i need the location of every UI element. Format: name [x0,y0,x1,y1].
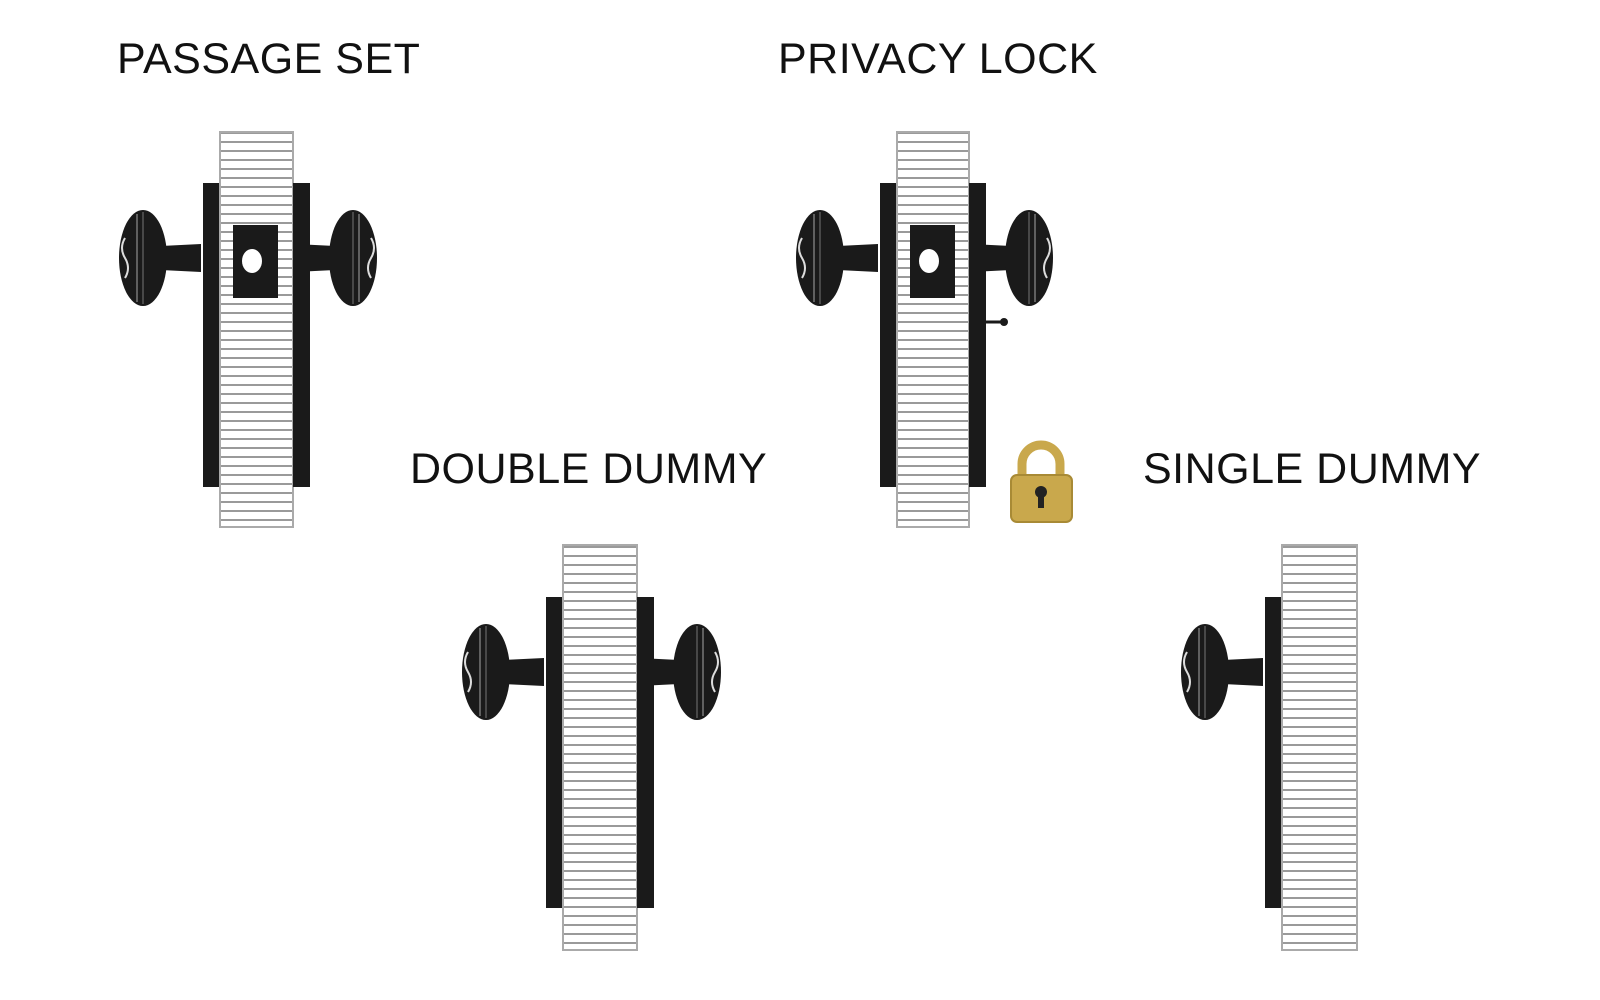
door-edge [896,131,970,528]
label-privacy-lock: PRIVACY LOCK [778,35,1098,83]
backplate-right [969,183,986,487]
backplate-right [637,597,654,908]
door-edge [1281,544,1358,951]
privacy-pin-icon [986,318,1008,326]
backplate-left [203,183,219,487]
door-edge [562,544,638,951]
hardware-double-dummy [462,544,721,951]
label-double-dummy: DOUBLE DUMMY [410,445,768,493]
hardware-privacy-lock [796,131,1073,528]
backplate-right [293,183,310,487]
backplate-left [1265,597,1281,908]
doorknob-left-icon [1181,624,1263,720]
latch-hole [242,249,262,273]
label-passage-set: PASSAGE SET [117,35,421,83]
doorknob-left-icon [462,624,544,720]
door-edge [219,131,294,528]
doorknob-right-icon [295,210,377,306]
doorknob-left-icon [119,210,201,306]
label-single-dummy: SINGLE DUMMY [1143,445,1482,493]
doorknob-left-icon [796,210,878,306]
padlock-icon [1010,440,1073,523]
hardware-single-dummy [1181,544,1358,951]
doorknob-right-icon [639,624,721,720]
backplate-left [546,597,562,908]
doorknob-right-icon [971,210,1053,306]
backplate-left [880,183,896,487]
hardware-passage-set [119,131,377,528]
latch-hole [919,249,939,273]
